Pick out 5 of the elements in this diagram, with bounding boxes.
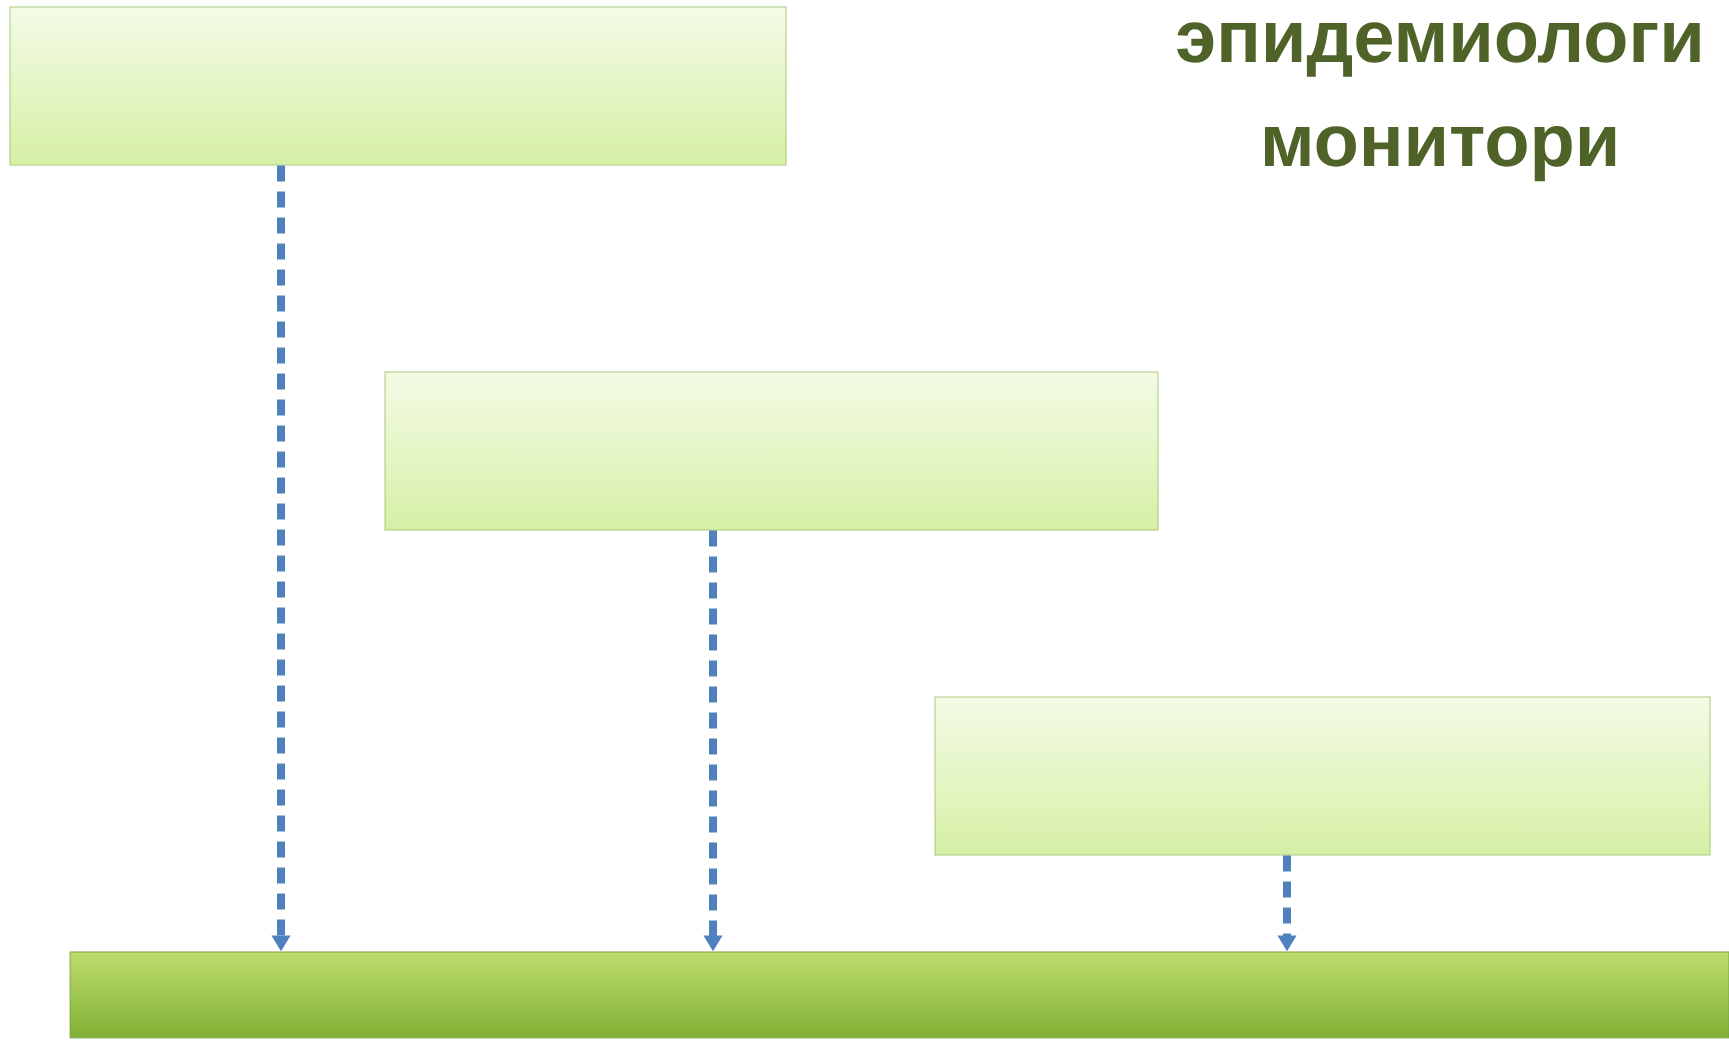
base-bar [69,951,1729,1039]
text-box [934,696,1711,856]
text-box [9,6,787,166]
text-box [384,371,1159,531]
title: эпидемиологи монитори [1177,22,1700,182]
